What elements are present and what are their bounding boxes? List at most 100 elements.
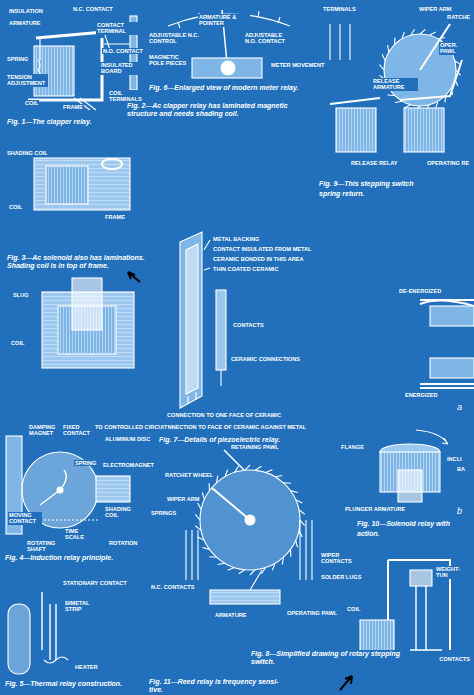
ratchet-tooth [266, 470, 273, 473]
ratchet-tooth [420, 29, 425, 34]
path-stroke [340, 676, 352, 690]
part-label: INCLI [446, 456, 463, 462]
part-label: SPRING [74, 460, 97, 466]
part-label: DAMPING MAGNET [28, 424, 62, 437]
figure-caption: Fig. 1—The clapper relay. [6, 118, 93, 126]
path-stroke [38, 38, 40, 78]
path-stroke [224, 450, 244, 470]
path-stroke [40, 470, 66, 505]
part-label: PLUNGER ARMATURE [344, 506, 406, 512]
part-label: WIPER ARM [166, 496, 200, 502]
part-label: RETAINING PAWL [230, 444, 280, 450]
figure-caption: Fig. 4—Induction relay principle. [4, 554, 114, 562]
part-label: FRAME [104, 214, 126, 220]
figure-caption: action. [356, 530, 381, 538]
ratchet-tooth [388, 45, 389, 52]
path-stroke [420, 384, 474, 388]
rect-stroke [404, 108, 444, 152]
part-label: SOLDER LUGS [320, 574, 362, 580]
part-label: CERAMIC BONDED IN THIS AREA [212, 256, 305, 262]
rect-stroke [72, 278, 102, 330]
ratchet-tooth [300, 520, 305, 526]
part-label: TO CONTROLLED CIRCUIT [94, 424, 168, 430]
part-label: CONTACTS [438, 656, 471, 662]
path-stroke [204, 240, 210, 270]
part-label: COIL TERMINALS [108, 90, 150, 103]
ratchet-tooth [388, 94, 395, 96]
path-stroke [212, 488, 250, 520]
path-stroke [188, 370, 221, 404]
part-label: COIL [8, 204, 23, 210]
part-label: COIL [346, 606, 361, 612]
path-stroke [330, 60, 462, 104]
path-stroke [168, 14, 290, 26]
part-label: WIPER ARM [418, 6, 452, 12]
ratchet-tooth [382, 54, 385, 60]
part-label: OPER. PAWL [439, 42, 471, 55]
rect-stroke [216, 290, 226, 370]
ratchet-tooth [209, 556, 216, 558]
part-label: INSULATED BOARD [100, 62, 142, 75]
ratchet-tooth [198, 503, 201, 510]
figure-caption: Fig. 6—Enlarged view of modern meter rel… [148, 84, 310, 92]
ratchet-tooth [235, 466, 239, 472]
path-stroke [128, 272, 140, 282]
part-label: SHADING COIL [104, 506, 140, 519]
ratchet-tooth [239, 570, 245, 574]
part-label: BA [456, 466, 466, 472]
ratchet-tooth [218, 563, 225, 564]
ratchet-tooth [299, 510, 305, 515]
figure-caption: spring return. [318, 190, 366, 198]
part-label: ADJUSTABLE N.C. CONTROL [148, 32, 200, 45]
part-label: RELEASE ARMATURE [372, 78, 418, 91]
part-label: METAL BACKING [212, 236, 260, 242]
figure-caption: Fig. 2—Ac clapper relay has laminated ma… [126, 102, 318, 119]
figure-caption: Fig. 3—Ac solenoid also has laminations.… [6, 254, 158, 271]
part-label: FLANGE [340, 444, 365, 450]
part-label: STATIONARY CONTACT [62, 580, 128, 586]
part-label: TIME SCALE [64, 528, 92, 541]
part-label: ENERGIZED [404, 392, 439, 398]
view-letter: a [456, 402, 463, 412]
part-label: N.C. CONTACT [72, 6, 114, 12]
ratchet-tooth [429, 32, 435, 35]
ratchet-tooth [228, 568, 235, 571]
ratchet-tooth [245, 465, 250, 470]
path-stroke [40, 519, 100, 520]
part-label: CONNECTION TO ONE FACE OF CERAMIC [166, 412, 282, 418]
ratchet-tooth [436, 101, 438, 108]
part-label: METER MOVEMENT [270, 62, 325, 68]
ratchet-tooth [272, 563, 275, 570]
figure-caption: Fig. 11—Reed relay is frequency sensi- [148, 678, 279, 686]
ratchet-tooth [296, 500, 303, 503]
path-stroke [330, 24, 350, 60]
ratchet-tooth [296, 540, 298, 547]
part-label: THIN COATED CERAMIC [212, 266, 279, 272]
ratchet-tooth [291, 491, 298, 493]
figure-caption: Fig. 8—Simplified drawing of rotary step… [250, 650, 402, 667]
part-label: CERAMIC CONNECTIONS [230, 356, 301, 362]
part-label: TERMINALS [322, 6, 357, 12]
ratchet-tooth [209, 483, 210, 490]
part-label: CONTACT TERMINAL [96, 22, 138, 35]
ratchet-tooth [225, 470, 228, 477]
part-label: BIMETAL STRIP [64, 600, 100, 613]
g-stroke [195, 465, 304, 575]
path-stroke [186, 244, 198, 394]
path-stroke [178, 11, 280, 28]
rect-stroke [34, 158, 130, 210]
rect-stroke [8, 604, 30, 674]
figure-caption: Fig. 5—Thermal relay construction. [4, 680, 123, 688]
ratchet-tooth [379, 65, 384, 70]
part-label: MAGNETIC POLE PIECES [148, 54, 190, 67]
part-label: ROTATING SHAFT [26, 540, 60, 553]
ratchet-tooth [198, 537, 205, 540]
part-label: ARMATURE & POINTER [198, 14, 250, 27]
part-label: RELEASE RELAY [350, 160, 398, 166]
part-label: SPRINGS [150, 510, 177, 516]
part-label: RATCHE [446, 14, 471, 20]
fig2-ac-clapper [34, 158, 130, 210]
part-label: OPERATING PAWL [286, 610, 338, 616]
figure-caption: Fig. 9—This stepping switch [318, 180, 415, 188]
path-stroke [180, 232, 202, 408]
